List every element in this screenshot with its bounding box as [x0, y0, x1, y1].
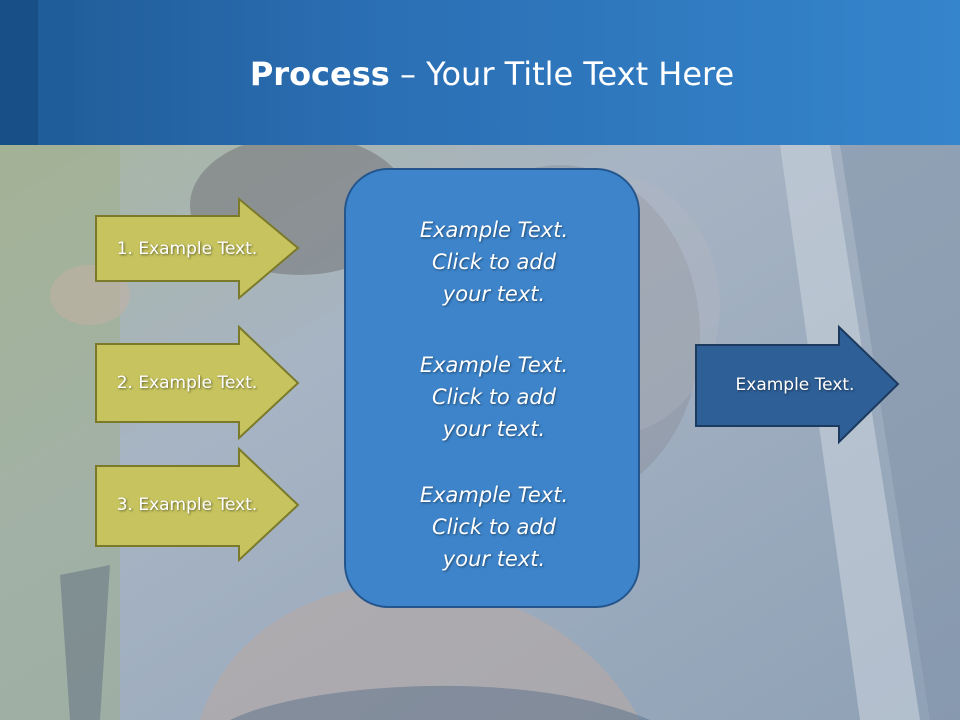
text-line: Example Text.	[419, 218, 569, 242]
arrow-shape	[695, 324, 900, 445]
right-arrow[interactable]: Example Text.	[695, 324, 900, 445]
arrow-label: 2. Example Text.	[116, 373, 258, 393]
center-text-box[interactable]: Example Text. Click to add your text. Ex…	[344, 168, 640, 608]
arrow-label: 1. Example Text.	[116, 239, 258, 259]
text-line: Example Text.	[419, 483, 569, 507]
left-arrow-3[interactable]: 3. Example Text.	[95, 446, 300, 563]
page-title: Process – Your Title Text Here	[0, 52, 960, 96]
header-accent-strip	[0, 0, 38, 145]
arrow-label: 3. Example Text.	[116, 495, 258, 515]
title-bold: Process	[249, 55, 390, 93]
arrow-shape	[95, 446, 300, 563]
center-text-block-1[interactable]: Example Text. Click to add your text.	[346, 214, 642, 310]
text-line: your text.	[442, 547, 546, 571]
title-rest: – Your Title Text Here	[389, 55, 735, 93]
center-text-block-2[interactable]: Example Text. Click to add your text.	[346, 349, 642, 445]
left-arrow-1[interactable]: 1. Example Text.	[95, 196, 300, 301]
text-line: your text.	[442, 282, 546, 306]
text-line: Click to add	[431, 385, 556, 409]
text-line: your text.	[442, 417, 546, 441]
arrow-label: Example Text.	[735, 375, 855, 395]
header-accent-strip	[38, 0, 75, 145]
arrow-shape	[95, 324, 300, 441]
left-arrow-2[interactable]: 2. Example Text.	[95, 324, 300, 441]
arrow-shape	[95, 196, 300, 301]
text-line: Click to add	[431, 250, 556, 274]
text-line: Click to add	[431, 515, 556, 539]
header-band: Process – Your Title Text Here	[0, 0, 960, 145]
text-line: Example Text.	[419, 353, 569, 377]
center-text-block-3[interactable]: Example Text. Click to add your text.	[346, 479, 642, 575]
